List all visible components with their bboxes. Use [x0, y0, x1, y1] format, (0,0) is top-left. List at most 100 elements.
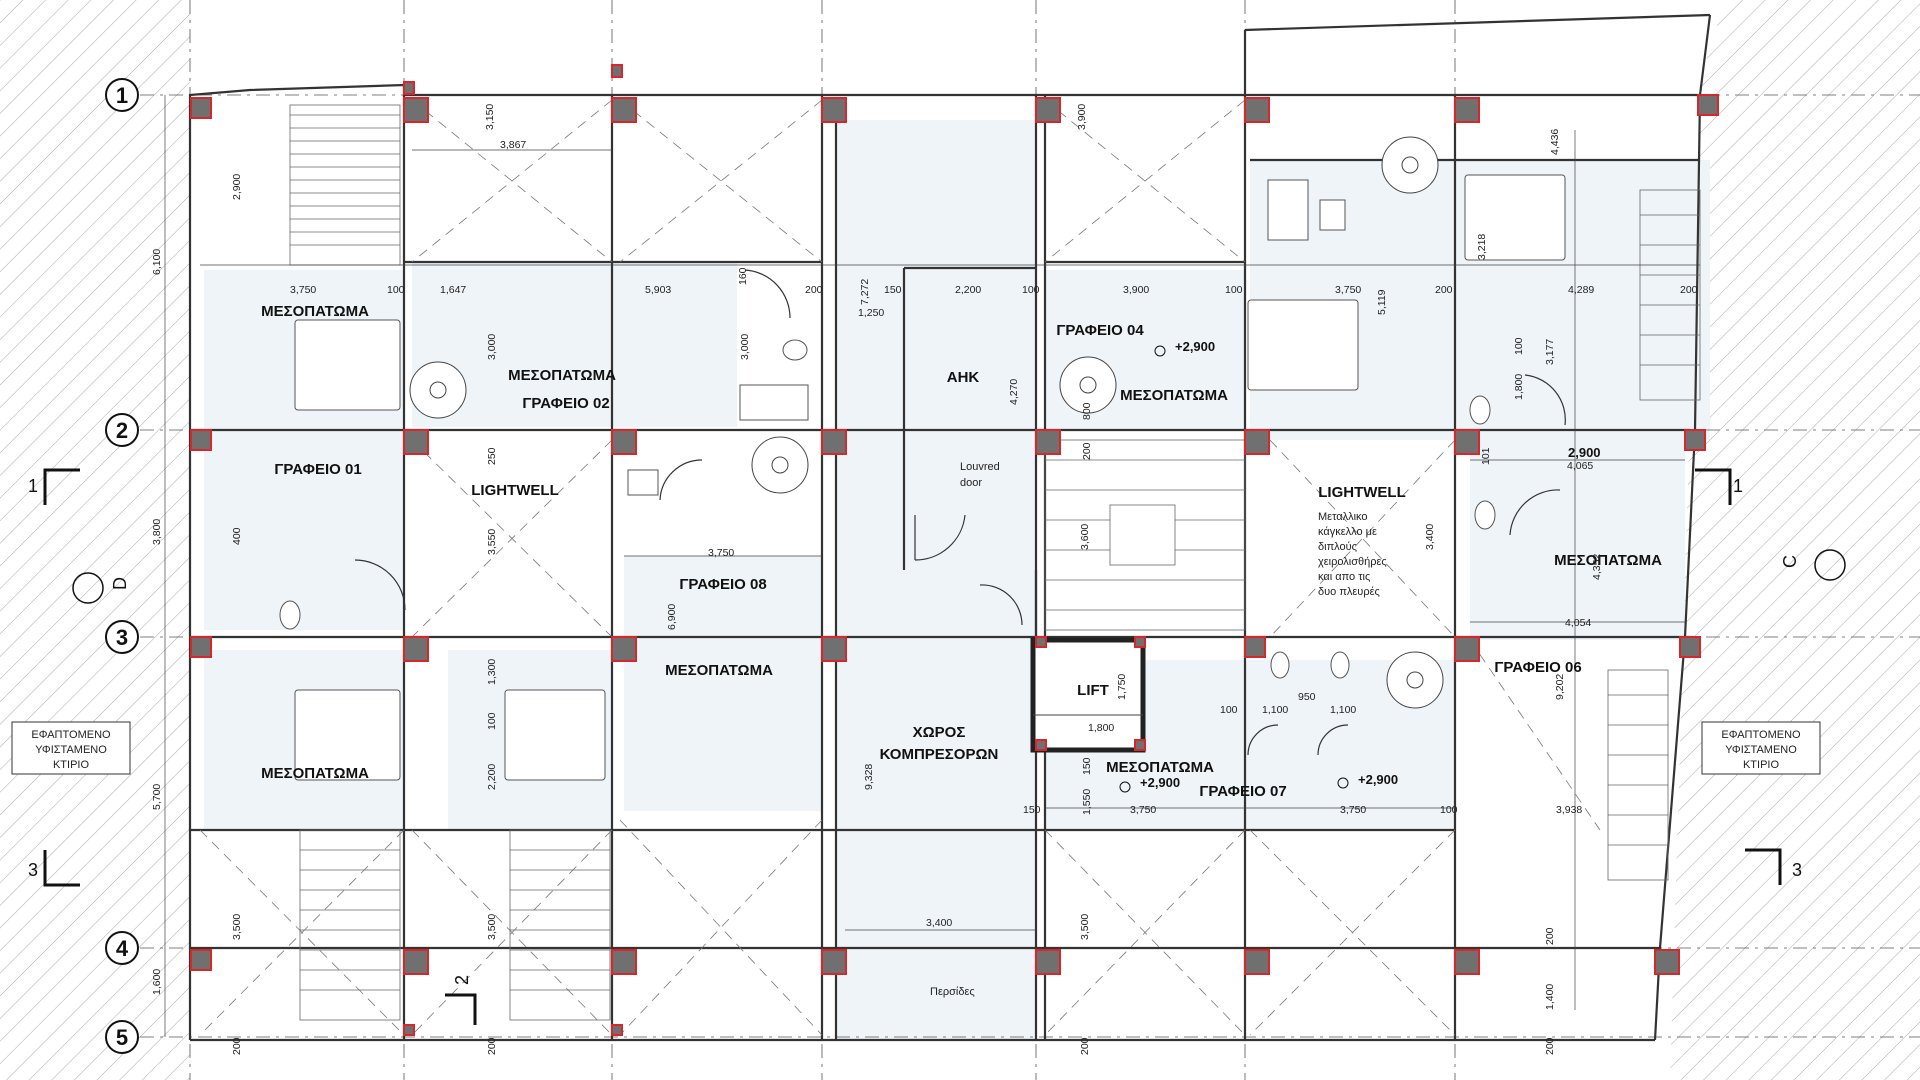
- room-label-mezz-e: ΜΕΣΟΠΑΤΩΜΑ: [1120, 387, 1228, 404]
- svg-text:100: 100: [1440, 804, 1458, 816]
- svg-text:100: 100: [1225, 284, 1243, 296]
- void-crosses: [199, 99, 1601, 1036]
- svg-text:200: 200: [1079, 1037, 1091, 1055]
- svg-text:200: 200: [1081, 442, 1093, 460]
- lift-shaft: [1030, 637, 1146, 753]
- notes: Louvred door Περσίδες Μεταλλικο κάγκελλο…: [930, 461, 1387, 998]
- svg-text:4,436: 4,436: [1549, 129, 1561, 155]
- svg-text:100: 100: [1220, 704, 1238, 716]
- room-label-lightwell-b: LIGHTWELL: [1318, 484, 1405, 501]
- furniture: [279, 174, 1566, 781]
- room-label-lightwell-a: LIGHTWELL: [471, 482, 558, 499]
- svg-text:ΕΦΑΠΤΟΜΕΝΟ: ΕΦΑΠΤΟΜΕΝΟ: [1721, 729, 1801, 741]
- grid-axis-5: 5: [105, 1020, 139, 1054]
- svg-text:5,700: 5,700: [151, 784, 163, 810]
- svg-text:160: 160: [737, 267, 749, 285]
- svg-text:250: 250: [486, 447, 498, 465]
- svg-text:4,289: 4,289: [1568, 284, 1594, 296]
- svg-text:1,400: 1,400: [1544, 984, 1556, 1010]
- room-label-mezz-f: ΜΕΣΟΠΑΤΩΜΑ: [1106, 759, 1214, 776]
- svg-text:1,300: 1,300: [486, 659, 498, 685]
- svg-text:5,903: 5,903: [645, 284, 671, 296]
- svg-text:200: 200: [1544, 1037, 1556, 1055]
- dimension-lines: [164, 95, 1700, 1037]
- adjacent-building-left-hatch: [0, 0, 190, 1080]
- room-label-office06: ΓΡΑΦΕΙΟ 06: [1494, 659, 1581, 676]
- section-3-right-label: 3: [1792, 860, 1802, 880]
- svg-text:9,328: 9,328: [863, 764, 875, 790]
- note-railing-1: Μεταλλικο: [1318, 511, 1368, 523]
- svg-text:3,500: 3,500: [486, 914, 498, 940]
- spiral-stairs: [409, 136, 1444, 709]
- svg-text:950: 950: [1298, 691, 1316, 703]
- section-1-right-label: 1: [1733, 476, 1743, 496]
- level-marker-2: +2,900: [1140, 775, 1180, 790]
- room-label-office07: ΓΡΑΦΕΙΟ 07: [1199, 783, 1286, 800]
- svg-text:800: 800: [1081, 402, 1093, 420]
- elevation-d-label: D: [110, 577, 130, 590]
- adjacent-building-left: ΕΦΑΠΤΟΜΕΝΟ ΥΦΙΣΤΑΜΕΝΟ ΚΤΙΡΙΟ: [11, 721, 131, 775]
- svg-text:3,177: 3,177: [1544, 339, 1556, 365]
- room-label-mezz-d: ΜΕΣΟΠΑΤΩΜΑ: [261, 765, 369, 782]
- svg-text:4,054: 4,054: [1565, 617, 1591, 629]
- svg-text:3,600: 3,600: [1079, 524, 1091, 550]
- svg-text:150: 150: [1023, 804, 1041, 816]
- svg-text:3,867: 3,867: [500, 139, 526, 151]
- svg-text:100: 100: [387, 284, 405, 296]
- room-label-office08: ΓΡΑΦΕΙΟ 08: [679, 576, 766, 593]
- svg-text:4,270: 4,270: [1008, 379, 1020, 405]
- svg-text:1,250: 1,250: [858, 307, 884, 319]
- grid-axis-4: 4: [105, 931, 139, 965]
- svg-text:5: 5: [116, 1025, 128, 1050]
- svg-text:200: 200: [1435, 284, 1453, 296]
- elevation-c-label: C: [1780, 555, 1800, 568]
- svg-text:1,800: 1,800: [1088, 722, 1114, 734]
- door-swings: [354, 269, 1566, 756]
- room-label-lift: LIFT: [1077, 682, 1109, 699]
- svg-text:100: 100: [1513, 337, 1525, 355]
- room-label-mezz-b: ΜΕΣΟΠΑΤΩΜΑ: [508, 367, 616, 384]
- level-marker-3: +2,900: [1358, 772, 1398, 787]
- note-railing-4: χειρολισθήρες: [1318, 556, 1387, 568]
- svg-text:4,065: 4,065: [1567, 460, 1593, 472]
- dimension-labels: 3,867 3,150 2,900 6,100 3,750 100 1,647 …: [151, 104, 1698, 1055]
- svg-text:3,938: 3,938: [1556, 804, 1582, 816]
- svg-text:3,750: 3,750: [1130, 804, 1156, 816]
- walls: [188, 13, 1712, 1042]
- svg-text:3,750: 3,750: [1340, 804, 1366, 816]
- note-louvred-1: Louvred: [960, 461, 1000, 473]
- svg-text:5,119: 5,119: [1376, 289, 1388, 315]
- note-railing-3: διπλούς: [1318, 541, 1357, 553]
- section-1-left-label: 1: [28, 476, 38, 496]
- svg-text:3,000: 3,000: [486, 334, 498, 360]
- grid-axis-3: 3: [105, 620, 139, 654]
- svg-text:3,400: 3,400: [926, 917, 952, 929]
- svg-text:3,400: 3,400: [1424, 524, 1436, 550]
- section-3-left-label: 3: [28, 860, 38, 880]
- note-railing-2: κάγκελλο με: [1318, 526, 1377, 538]
- room-label-mezz-a: ΜΕΣΟΠΑΤΩΜΑ: [261, 303, 369, 320]
- svg-text:3,550: 3,550: [486, 529, 498, 555]
- svg-text:4,352: 4,352: [1591, 554, 1603, 580]
- room-label-mezz-g: ΜΕΣΟΠΑΤΩΜΑ: [1554, 552, 1662, 569]
- svg-text:100: 100: [486, 712, 498, 730]
- adjacent-building-right-hatch: [1670, 0, 1920, 1080]
- svg-text:1,550: 1,550: [1081, 789, 1093, 815]
- svg-text:200: 200: [1544, 927, 1556, 945]
- svg-text:101: 101: [1480, 447, 1492, 465]
- note-louvred-2: door: [960, 477, 982, 489]
- svg-text:6,900: 6,900: [666, 604, 678, 630]
- svg-text:3,750: 3,750: [1335, 284, 1361, 296]
- room-labels: ΜΕΣΟΠΑΤΩΜΑ ΜΕΣΟΠΑΤΩΜΑ ΓΡΑΦΕΙΟ 02 ΓΡΑΦΕΙΟ…: [261, 303, 1662, 800]
- svg-text:ΚΤΙΡΙΟ: ΚΤΙΡΙΟ: [1743, 759, 1780, 771]
- svg-text:4: 4: [116, 936, 129, 961]
- note-railing-6: δυο πλευρές: [1318, 586, 1380, 598]
- room-label-office01: ΓΡΑΦΕΙΟ 01: [274, 461, 361, 478]
- level-marker-4: 2,900: [1568, 445, 1601, 460]
- svg-text:200: 200: [231, 1037, 243, 1055]
- svg-text:3,900: 3,900: [1076, 104, 1088, 130]
- svg-text:1,750: 1,750: [1116, 674, 1128, 700]
- svg-text:1,647: 1,647: [440, 284, 466, 296]
- svg-text:400: 400: [231, 527, 243, 545]
